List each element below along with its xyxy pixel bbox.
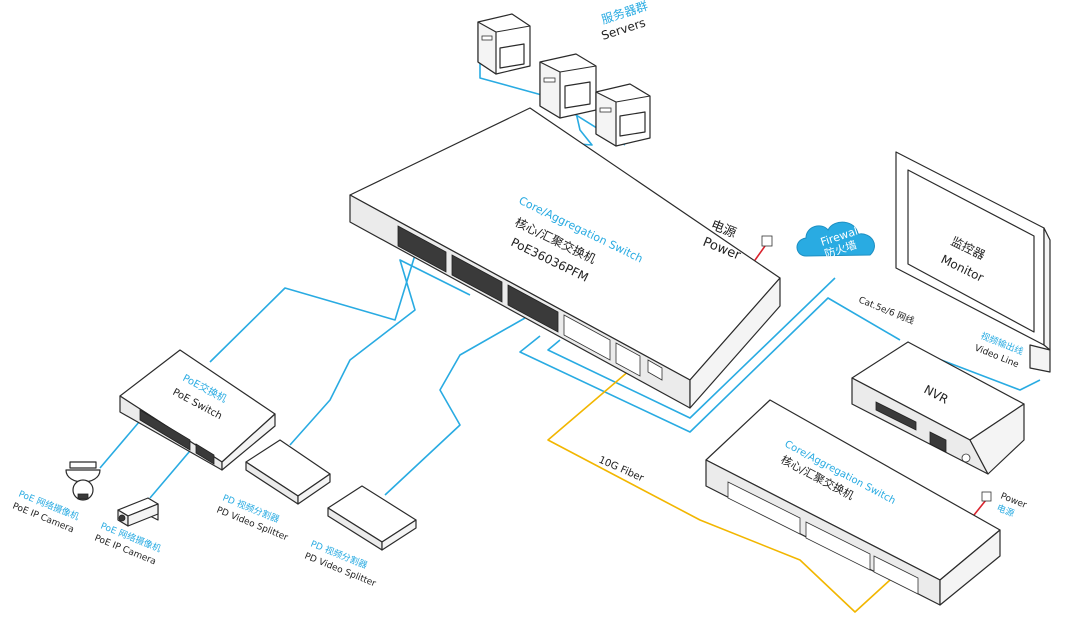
core-switch-port-block-4 [563,314,611,361]
core-switch-main: Core/Aggregation Switch 核心/汇聚交换机 PoE3603… [349,107,781,409]
monitor-device: 监控器 Monitor [895,151,1051,373]
core-switch-sfp-ports [615,342,641,377]
poe-switch-side [221,413,276,471]
cable-core-poe-switch [209,254,416,363]
camera-dome [65,461,101,501]
monitor-screen [907,169,1035,333]
cloud-icon [796,221,875,257]
monitor-stand [1043,227,1051,351]
cable-core-splitter-2 [384,317,526,496]
cable-core-firewall [547,277,836,419]
core-switch-2-side [939,529,1001,606]
poe-switch-device: PoE交换机 PoE Switch [119,349,276,471]
fiber-10g [547,369,891,613]
camera-bullet [117,497,159,527]
power-2-group: Power 电源 [981,491,1028,520]
cable-core-nvr [519,297,901,433]
cable-camera-2 [149,444,196,499]
cables [99,60,1041,613]
cable-core-splitter-1 [289,259,471,446]
core-switch-console [647,359,663,381]
server-tower-2 [539,53,597,119]
nvr-side [969,403,1025,475]
core-switch-port-block-3 [507,284,559,333]
server-tower-1 [477,13,531,75]
core-switch-port-block-2 [451,254,503,303]
firewall-cloud: Firewall 防火墙 [796,221,875,261]
servers-group: 服务器群 Servers [477,0,651,147]
cable-camera-1 [99,414,146,469]
core-switch-port-block-1 [397,225,447,273]
video-splitter-2 [327,485,417,551]
power-socket-2-icon [981,491,992,502]
core-switch-side [689,277,781,409]
nvr-device: NVR [851,341,1025,475]
server-tower-3 [595,83,651,147]
cat-cable-label: Cat.5e/6 网线 [857,294,916,327]
video-splitter-1 [245,439,331,505]
power-socket-icon [761,235,773,247]
